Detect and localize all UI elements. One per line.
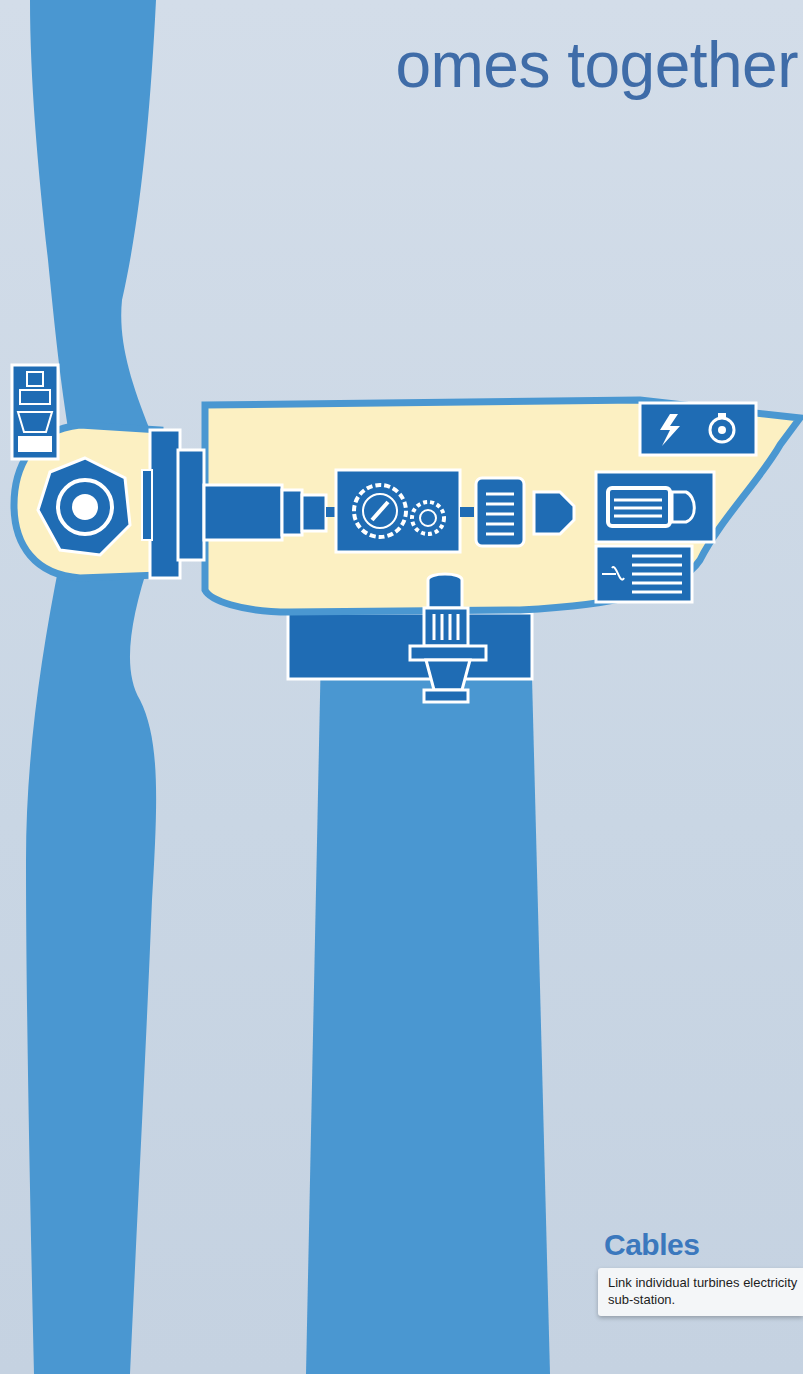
callout-body: Link individual turbines electricity sub… xyxy=(598,1268,803,1316)
hub xyxy=(38,458,130,555)
generator xyxy=(596,472,714,542)
main-shaft xyxy=(204,485,336,540)
pitch-system xyxy=(12,365,58,459)
controller xyxy=(640,403,756,455)
yaw-platform xyxy=(288,613,532,679)
callout-heading: Cables xyxy=(604,1228,803,1262)
lower-blade xyxy=(26,560,156,1374)
tower xyxy=(306,600,550,1374)
callout-box: CablesLink individual turbines electrici… xyxy=(598,1228,803,1316)
title: omes together xyxy=(395,28,798,102)
gearbox xyxy=(336,470,474,552)
main-bearing xyxy=(142,430,204,578)
spinner xyxy=(14,425,160,578)
converter xyxy=(596,546,692,602)
yaw-drive xyxy=(410,574,486,702)
nacelle xyxy=(205,400,800,612)
coupling xyxy=(476,478,574,546)
